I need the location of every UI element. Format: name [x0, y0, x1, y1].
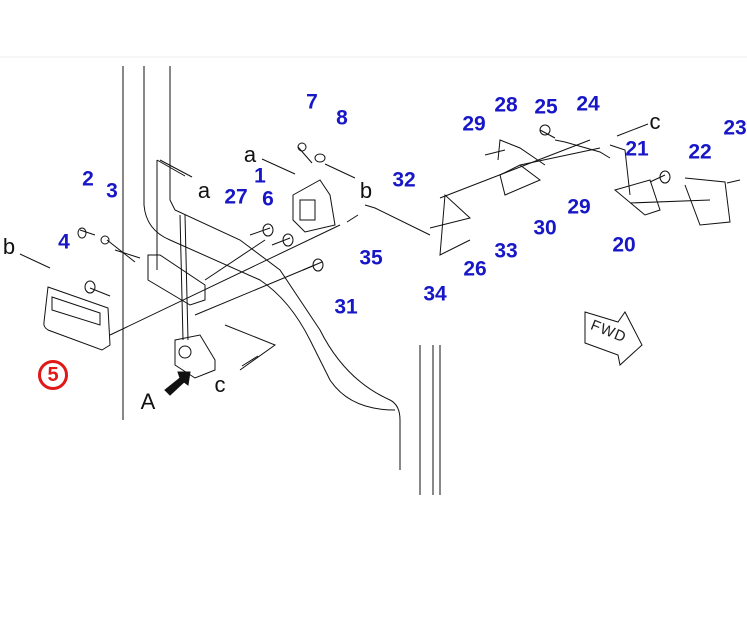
ref-letter-c: c: [649, 109, 661, 134]
ref-letter-c: c: [214, 372, 226, 397]
part-label-21[interactable]: 21: [625, 137, 649, 161]
part-label-33[interactable]: 33: [494, 239, 518, 263]
part-label-29[interactable]: 29: [567, 195, 591, 219]
part-label-7[interactable]: 7: [306, 90, 318, 114]
part-label-1[interactable]: 1: [254, 164, 266, 188]
part-label-4[interactable]: 4: [58, 230, 70, 254]
part-label-28[interactable]: 28: [494, 93, 518, 117]
part-label-22[interactable]: 22: [688, 140, 712, 164]
part-label-27[interactable]: 27: [224, 185, 248, 209]
part-label-30[interactable]: 30: [533, 216, 557, 240]
part-label-35[interactable]: 35: [359, 246, 383, 270]
part-label-24[interactable]: 24: [576, 92, 600, 116]
ref-letter-a: a: [243, 142, 257, 167]
part-label-8[interactable]: 8: [336, 106, 348, 130]
part-label-34[interactable]: 34: [423, 282, 447, 306]
part-label-23[interactable]: 23: [723, 116, 747, 140]
part-label-25[interactable]: 25: [534, 95, 558, 119]
ref-letter-b: b: [359, 178, 373, 203]
view-letter-A: A: [140, 389, 156, 414]
part-label-6[interactable]: 6: [262, 187, 274, 211]
part-label-2[interactable]: 2: [82, 167, 94, 191]
part-label-29[interactable]: 29: [462, 112, 486, 136]
part-label-26[interactable]: 26: [463, 257, 487, 281]
part-label-31[interactable]: 31: [334, 295, 358, 319]
ref-letter-a: a: [197, 178, 211, 203]
ref-letter-b: b: [2, 234, 16, 259]
part-label-3[interactable]: 3: [106, 179, 118, 203]
part-label-5-highlighted[interactable]: 5: [38, 360, 68, 390]
part-label-32[interactable]: 32: [392, 168, 416, 192]
part-label-20[interactable]: 20: [612, 233, 636, 257]
